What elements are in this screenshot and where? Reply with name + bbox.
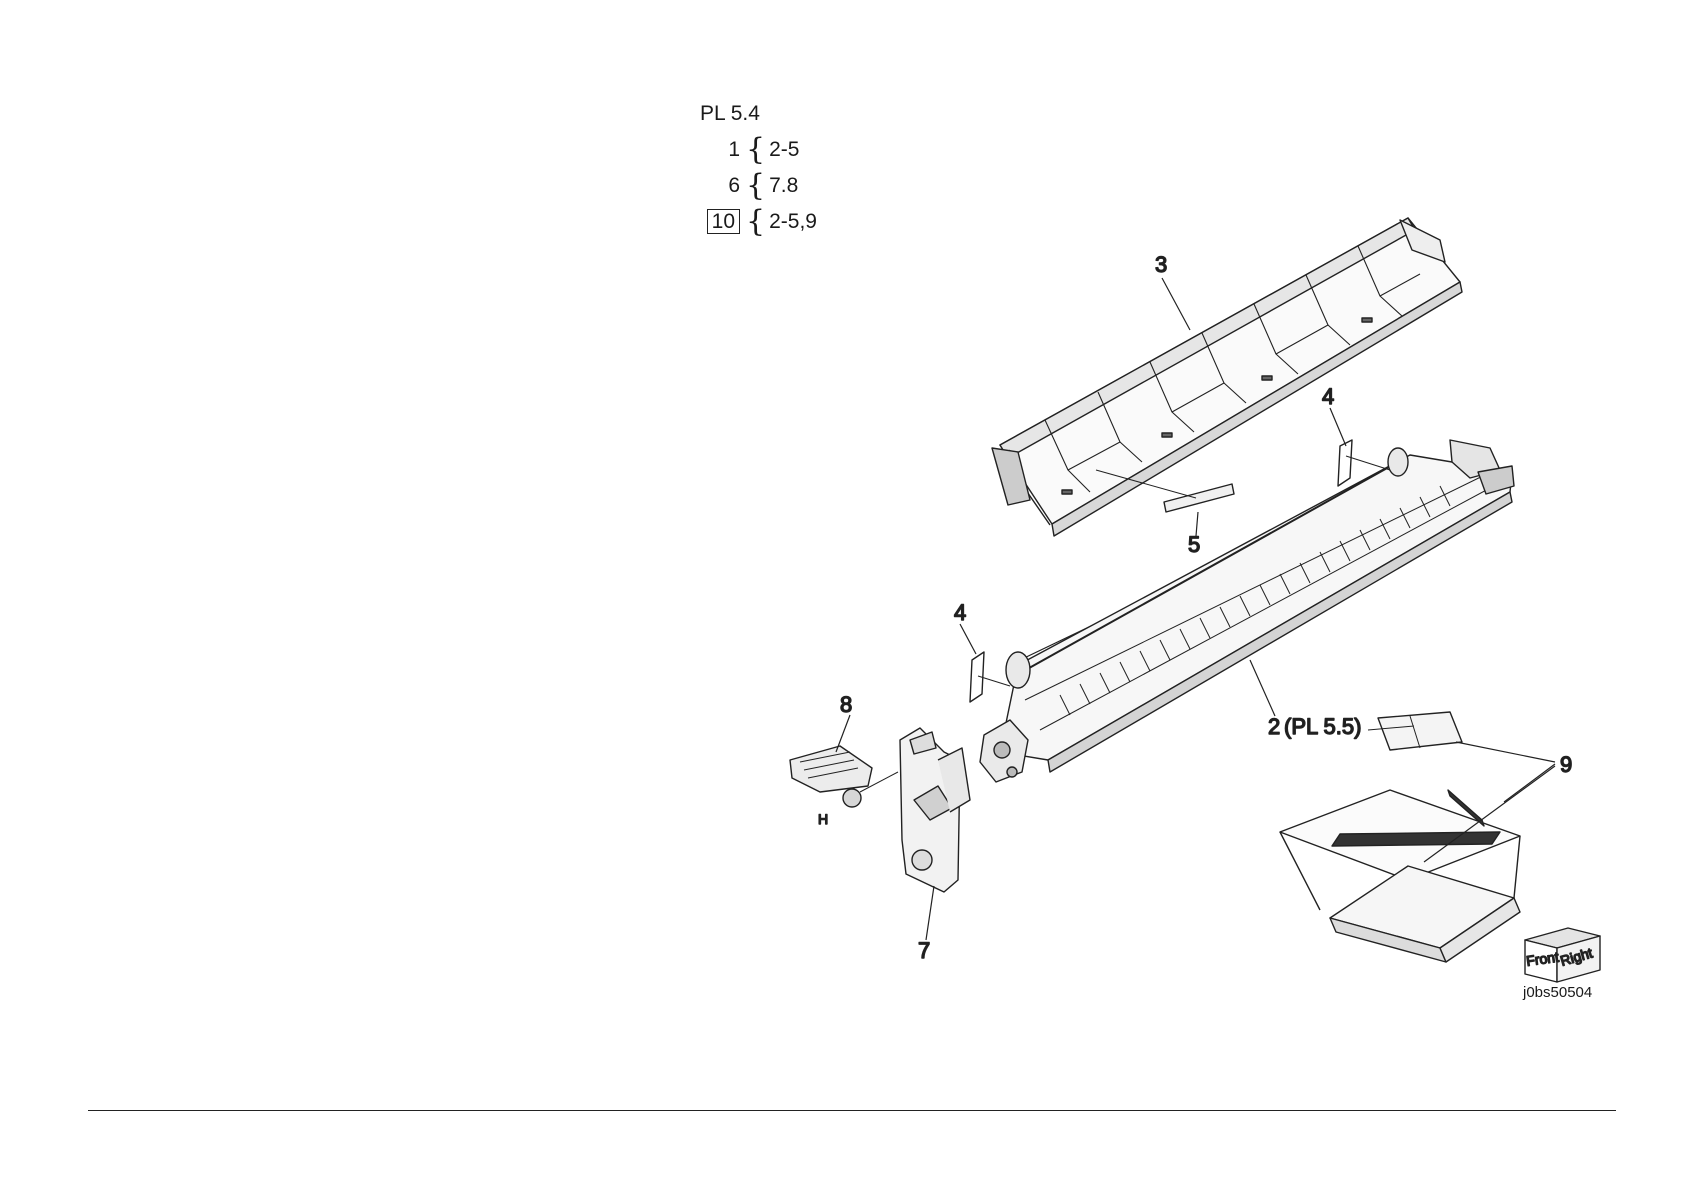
- footer-rule: [88, 1110, 1616, 1111]
- callout-4-upper: 4: [1322, 384, 1334, 409]
- callout-2-reference: (PL 5.5): [1284, 714, 1361, 739]
- callout-8: 8: [840, 692, 852, 717]
- bracket-part-8: [790, 746, 898, 807]
- callout-5: 5: [1188, 532, 1200, 557]
- callout-7: 7: [918, 938, 930, 963]
- label-part-4-lower: [970, 652, 1010, 702]
- tray-and-sheets-part-9: [1280, 712, 1520, 962]
- callout-h: H: [818, 811, 828, 827]
- figure-code: j0bs50504: [1523, 984, 1592, 1001]
- callout-9: 9: [1560, 752, 1572, 777]
- callout-4-lower: 4: [954, 600, 966, 625]
- callout-3: 3: [1155, 252, 1167, 277]
- callout-2: 2: [1268, 714, 1280, 739]
- side-plate-part-7: [900, 728, 970, 892]
